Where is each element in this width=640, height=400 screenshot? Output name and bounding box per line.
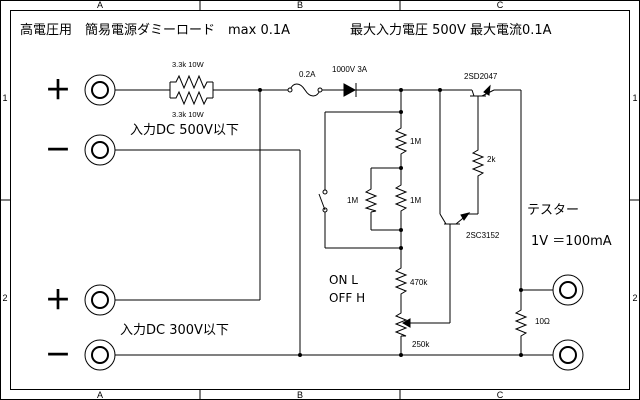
switch (318, 189, 328, 213)
resistor-3k3-bottom-label: 3.3k 10W (172, 110, 205, 119)
transistor-2sc3152-label: 2SC3152 (466, 231, 500, 240)
plus-sign-top: ＋ (45, 76, 71, 106)
row-label-1-left: 1 (2, 93, 7, 103)
resistor-10ohm (514, 306, 528, 338)
switch-on-label: ON L (329, 273, 358, 287)
col-label-b-top: B (297, 0, 303, 10)
col-label-c-top: C (497, 0, 504, 10)
col-label-a-bottom: A (97, 390, 103, 400)
diode-label: 1000V 3A (332, 65, 368, 74)
minus-sign-bottom: － (45, 341, 71, 371)
resistor-2k (471, 146, 485, 180)
resistor-1m-middle (394, 181, 408, 215)
transistor-2sd2047 (470, 84, 495, 108)
resistor-3k3-top-label: 3.3k 10W (172, 60, 205, 69)
resistor-1m-side (364, 186, 378, 213)
row-label-2-right: 2 (632, 293, 637, 303)
terminal-minus-common (84, 339, 116, 371)
resistor-10ohm-label: 10Ω (535, 317, 550, 326)
terminal-minus-500v (84, 134, 116, 166)
row-label-1-right: 1 (632, 93, 637, 103)
resistor-1m-middle-label: 1M (410, 196, 421, 205)
transistor-2sc3152 (439, 212, 471, 238)
transistor-2sd2047-label: 2SD2047 (464, 72, 498, 81)
potentiometer-250k (394, 310, 411, 337)
resistor-2k-label: 2k (487, 155, 496, 164)
junctions (258, 88, 523, 357)
terminal-plus-300v (84, 284, 116, 316)
spec-text: 最大入力電圧 500V 最大電流0.1A (350, 23, 552, 38)
input-300v-label: 入力DC 300V以下 (120, 323, 229, 338)
fuse (287, 83, 323, 97)
fuse-label: 0.2A (299, 70, 316, 79)
plus-sign-bottom: ＋ (45, 286, 71, 316)
resistor-3k3-pair (169, 74, 214, 106)
minus-sign-top: － (45, 136, 71, 166)
resistor-1m-top-label: 1M (410, 137, 421, 146)
diode (343, 83, 357, 97)
resistor-470k (394, 264, 408, 296)
potentiometer-250k-label: 250k (412, 340, 430, 349)
col-label-b-bottom: B (297, 390, 303, 400)
terminal-tester-minus (552, 339, 584, 371)
col-label-c-bottom: C (497, 390, 504, 400)
input-500v-label: 入力DC 500V以下 (130, 123, 239, 138)
resistor-1m-top (394, 124, 408, 156)
tester-scale: 1V ＝100mA (531, 234, 612, 249)
switch-off-label: OFF H (329, 291, 365, 305)
terminal-plus-500v (84, 74, 116, 106)
diagram-title: 高電圧用 簡易電源ダミーロード max 0.1A (20, 22, 290, 38)
resistor-1m-side-label: 1M (347, 196, 358, 205)
resistor-470k-label: 470k (410, 278, 428, 287)
wires (115, 89, 553, 356)
row-label-2-left: 2 (2, 293, 7, 303)
terminal-tester-plus (552, 274, 584, 306)
tester-label: テスター (527, 203, 579, 218)
col-label-a-top: A (97, 0, 103, 10)
